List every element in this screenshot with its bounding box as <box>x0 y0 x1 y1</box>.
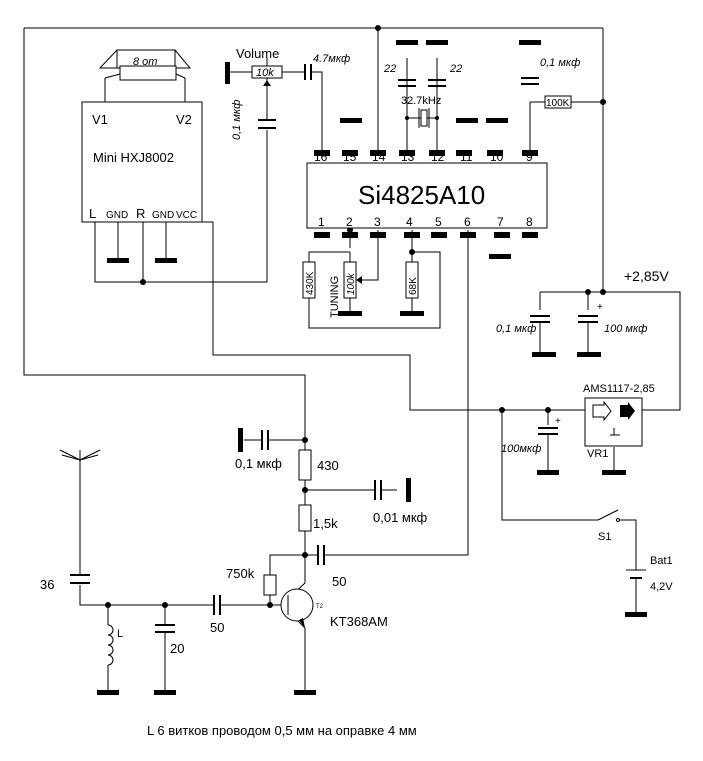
pin-12: 12 <box>431 150 445 164</box>
pin-7: 7 <box>497 215 504 229</box>
r-750k-label: 750k <box>226 566 255 581</box>
cap-50-in-label: 50 <box>210 620 224 635</box>
tuning-label: TUNING <box>329 276 341 318</box>
volume-title: Volume <box>236 46 279 61</box>
pin-1: 1 <box>318 215 325 229</box>
pin-14: 14 <box>372 150 386 164</box>
pin-11: 11 <box>460 150 473 164</box>
r-430k-label: 430K <box>305 271 316 295</box>
r-100k-label: 100K <box>546 98 570 109</box>
vol-cap-label: 0,1 мкф <box>231 100 243 140</box>
plus-sign-1: + <box>597 302 603 313</box>
pin-10: 10 <box>490 150 504 164</box>
transistor-ref: T2 <box>316 604 324 610</box>
speaker-label: 8 om <box>133 56 157 68</box>
ic-label: Si4825A10 <box>358 180 485 210</box>
pin-4: 4 <box>406 215 413 229</box>
amp-module: V1 V2 Mini HXJ8002 L GND R GND VCC <box>81 101 203 258</box>
r-68k-label: 68K <box>408 277 419 295</box>
transistor-icon <box>280 588 314 622</box>
power-cap100in-label: 100мкф <box>501 443 541 455</box>
cap-20-label: 20 <box>170 641 184 656</box>
coil-note: L 6 витков проводом 0,5 мм на оправке 4 … <box>147 723 417 738</box>
pin-15: 15 <box>343 150 357 164</box>
wires <box>23 27 681 690</box>
pin-13: 13 <box>401 150 415 164</box>
pin-16: 16 <box>314 150 328 164</box>
rf-cap001-label: 0,01 мкф <box>373 510 428 525</box>
r-15k-label: 1,5k <box>313 516 338 531</box>
pin-8: 8 <box>526 215 533 229</box>
power-cap01-label: 0,1 мкф <box>496 323 536 335</box>
pin9-net: 0,1 мкф 100K <box>521 57 580 109</box>
coil-icon <box>107 624 114 666</box>
amp-pin-r: R <box>136 206 145 221</box>
amp-pin-gnd1: GND <box>106 210 128 221</box>
pin-2: 2 <box>346 215 353 229</box>
r-100k-tuning-label: 100k <box>346 272 357 295</box>
regulator-label: AMS1117-2,85 <box>583 383 655 395</box>
plus-sign-2: + <box>555 416 561 427</box>
rf-cap01-label: 0,1 мкф <box>235 456 282 471</box>
battery-voltage: 4,2V <box>650 581 673 593</box>
rf-section: 0,1 мкф 430 0,01 мкф 1,5k 50 750k KT368A… <box>40 430 428 666</box>
cap-47-label: 4.7мкф <box>313 53 350 65</box>
pin-3: 3 <box>374 215 381 229</box>
cap-22a-label: 22 <box>383 63 396 75</box>
cap-pin9-label: 0,1 мкф <box>540 57 580 69</box>
switch-label: S1 <box>598 531 611 543</box>
antenna-icon <box>61 454 99 461</box>
volume-value: 10k <box>256 67 274 79</box>
regulator-ref: VR1 <box>587 448 608 460</box>
r-430-label: 430 <box>317 458 339 473</box>
power-cap100-label: 100 мкф <box>604 323 647 335</box>
amp-name: Mini HXJ8002 <box>93 150 174 165</box>
cap-50-out-label: 50 <box>332 574 346 589</box>
ic-top-pins: 16 15 14 13 12 11 10 9 <box>314 150 538 164</box>
crystal-net: 22 22 32.7kHz <box>383 63 462 128</box>
coil-label: L <box>117 628 123 640</box>
pin-9: 9 <box>526 150 533 164</box>
amp-v1: V1 <box>92 112 108 127</box>
rail-label: +2,85V <box>624 268 669 284</box>
ic-bottom-pins: 1 2 3 4 5 6 7 8 <box>314 215 538 238</box>
amp-pin-gnd2: GND <box>152 210 174 221</box>
battery-label: Bat1 <box>650 555 673 567</box>
cap-36-label: 36 <box>40 577 54 592</box>
speaker-icon: 8 om <box>98 49 192 81</box>
pin-6: 6 <box>464 215 471 229</box>
power-section: +2,85V + 0,1 мкф 100 мкф AMS1117-2,85 VR… <box>496 268 673 612</box>
amp-pin-vcc: VCC <box>176 210 197 221</box>
transistor-label: KT368AM <box>330 614 388 629</box>
amp-v2: V2 <box>176 112 192 127</box>
tuning-net: 430K 100k 68K TUNING <box>302 261 419 318</box>
si4825-ic: Si4825A10 16 15 14 13 12 11 10 9 <box>306 150 548 238</box>
pin-5: 5 <box>435 215 442 229</box>
amp-pin-l: L <box>89 206 96 221</box>
crystal-label: 32.7kHz <box>401 95 441 107</box>
volume-pot: 10k Volume 0,1 мкф 4.7мкф <box>230 46 350 140</box>
cap-22b-label: 22 <box>449 63 462 75</box>
